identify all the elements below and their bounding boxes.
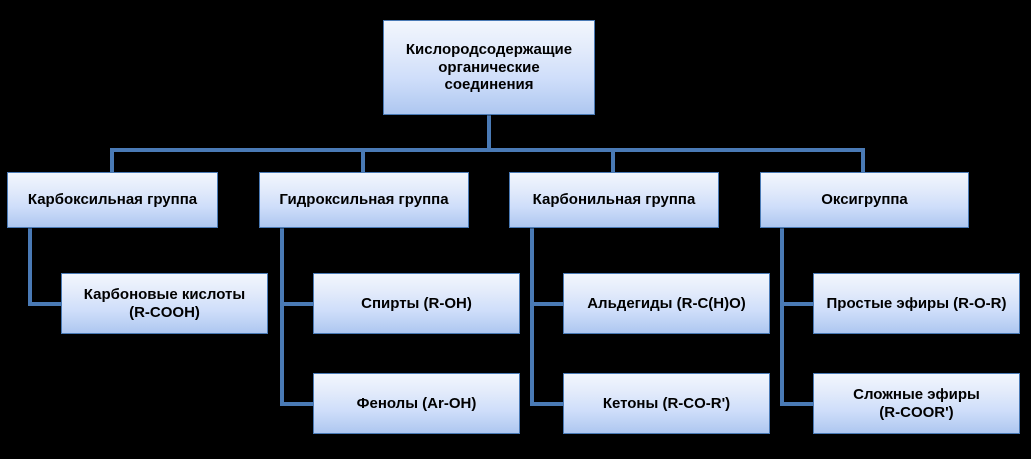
group-node-hydroxyl[interactable]: Гидроксильная группа [259,172,469,228]
leaf-node-esters[interactable]: Сложные эфиры (R-COOR') [813,373,1020,434]
group-node-carboxyl[interactable]: Карбоксильная группа [7,172,218,228]
connector-group-1-child-1 [28,302,64,306]
connector-group-2-trunk [280,228,284,406]
root-node-label: Кислородсодержащие органические соединен… [405,40,573,94]
group-node-hydroxyl-label: Гидроксильная группа [279,191,449,209]
leaf-node-aldehydes-label: Альдегиды (R-C(H)O) [587,294,746,312]
connector-group-2-child-2 [280,402,316,406]
leaf-node-ethers-label: Простые эфиры (R-O-R) [826,294,1007,312]
group-node-oxy-label: Оксигруппа [821,191,908,209]
connector-group-4-child-2 [780,402,816,406]
connector-group-2-child-1 [280,302,316,306]
connector-drop-group-3 [611,148,615,174]
group-node-carbonyl-label: Карбонильная группа [532,191,696,209]
group-node-carboxyl-label: Карбоксильная группа [27,191,198,209]
leaf-node-ketones-label: Кетоны (R-CO-R') [602,394,731,412]
group-node-oxy[interactable]: Оксигруппа [760,172,969,228]
leaf-node-alcohols-label: Спирты (R-OH) [361,294,472,312]
leaf-node-phenols-label: Фенолы (Ar-OH) [356,394,477,412]
connector-group-1-trunk [28,228,32,306]
connector-root-stem [487,115,491,148]
connector-horizontal-bus [110,148,865,152]
group-node-carbonyl[interactable]: Карбонильная группа [509,172,719,228]
connector-group-3-child-1 [530,302,566,306]
leaf-node-ketones[interactable]: Кетоны (R-CO-R') [563,373,770,434]
connector-group-3-child-2 [530,402,566,406]
leaf-node-carboxylic-acids-label: Карбоновые кислоты (R-COOH) [83,285,246,321]
connector-group-3-trunk [530,228,534,406]
root-node-oxygen-containing-organic-compounds[interactable]: Кислородсодержащие органические соединен… [383,20,595,115]
connector-drop-group-2 [361,148,365,174]
leaf-node-alcohols[interactable]: Спирты (R-OH) [313,273,520,334]
leaf-node-carboxylic-acids[interactable]: Карбоновые кислоты (R-COOH) [61,273,268,334]
connector-drop-group-1 [110,148,114,174]
leaf-node-ethers[interactable]: Простые эфиры (R-O-R) [813,273,1020,334]
leaf-node-aldehydes[interactable]: Альдегиды (R-C(H)O) [563,273,770,334]
leaf-node-esters-label: Сложные эфиры (R-COOR') [853,385,980,421]
connector-drop-group-4 [861,148,865,174]
leaf-node-phenols[interactable]: Фенолы (Ar-OH) [313,373,520,434]
connector-group-4-trunk [780,228,784,406]
connector-group-4-child-1 [780,302,816,306]
